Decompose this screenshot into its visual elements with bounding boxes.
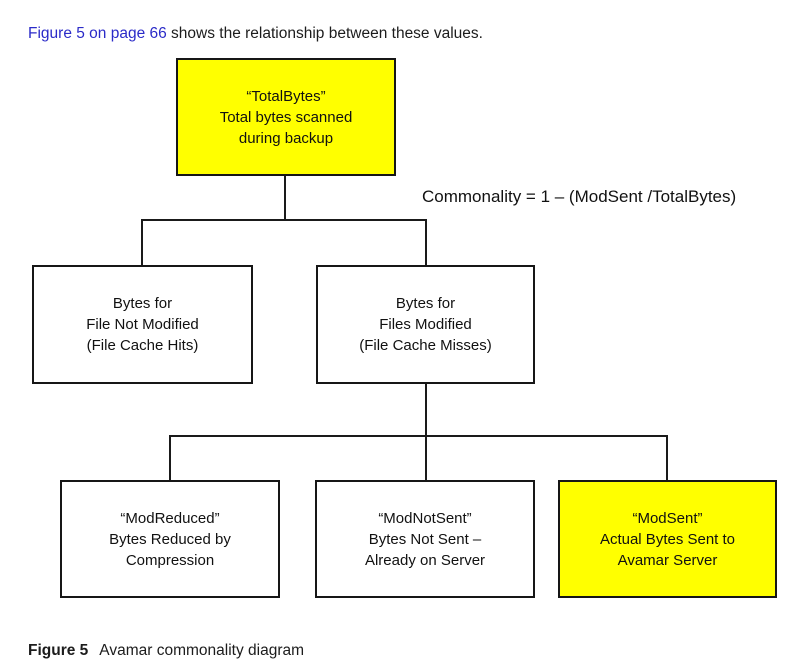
figure-caption: Figure 5 Avamar commonality diagram xyxy=(28,642,304,660)
connector-left-child-drop xyxy=(141,219,143,267)
connector-root-drop xyxy=(284,176,286,221)
figure-5-link[interactable]: Figure 5 on page 66 xyxy=(28,24,167,42)
connector-modnotsent-drop xyxy=(425,435,427,482)
connector-modified-drop xyxy=(425,382,427,437)
node-file-not-modified: Bytes for File Not Modified (File Cache … xyxy=(32,265,253,384)
node-mod-sent: “ModSent” Actual Bytes Sent to Avamar Se… xyxy=(558,480,777,598)
intro-sentence-rest: shows the relationship between these val… xyxy=(166,24,483,42)
figure-caption-text: Avamar commonality diagram xyxy=(99,641,305,659)
commonality-formula: Commonality = 1 – (ModSent /TotalBytes) xyxy=(422,187,737,206)
connector-level1-rail xyxy=(141,219,427,221)
connector-level2-rail xyxy=(169,435,668,437)
node-mod-reduced: “ModReduced” Bytes Reduced by Compressio… xyxy=(60,480,280,598)
connector-modsent-drop xyxy=(666,435,668,482)
connector-right-child-drop xyxy=(425,219,427,267)
figure-caption-label: Figure 5 xyxy=(28,641,89,659)
intro-sentence: Figure 5 on page 66 shows the relationsh… xyxy=(28,23,483,45)
connector-modreduced-drop xyxy=(169,435,171,482)
node-mod-not-sent: “ModNotSent” Bytes Not Sent – Already on… xyxy=(315,480,535,598)
node-files-modified: Bytes for Files Modified (File Cache Mis… xyxy=(316,265,535,384)
node-total-bytes: “TotalBytes” Total bytes scanned during … xyxy=(176,58,396,176)
